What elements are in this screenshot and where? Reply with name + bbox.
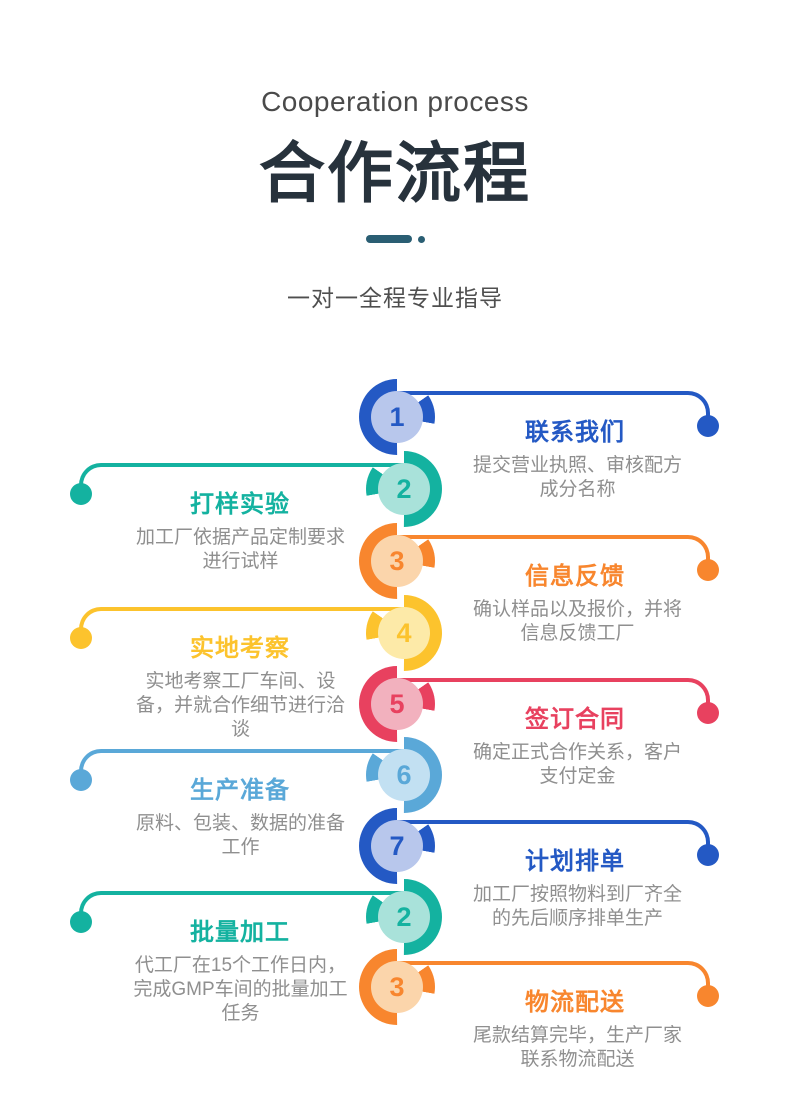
page-title: 合作流程 xyxy=(259,136,531,210)
connector-line xyxy=(397,961,710,993)
step-description: 加工厂按照物料到厂齐全 的先后顺序排单生产 xyxy=(472,884,682,929)
step-number-badge: 2 xyxy=(366,879,442,955)
step-number: 7 xyxy=(371,820,423,872)
step-number-badge: 2 xyxy=(366,451,442,527)
step-title: 批量加工 xyxy=(190,919,290,946)
step-number-badge: 3 xyxy=(359,523,435,599)
step-title: 打样实验 xyxy=(190,491,290,518)
step-number: 4 xyxy=(378,607,430,659)
step-number-badge: 3 xyxy=(359,949,435,1025)
subtitle-english: Cooperation process xyxy=(261,86,529,117)
divider-dot xyxy=(417,235,425,243)
step-number-badge: 4 xyxy=(366,595,442,671)
connector-line xyxy=(79,463,409,493)
step-number: 1 xyxy=(371,391,423,443)
connector-dot xyxy=(697,415,719,437)
connector-line xyxy=(397,535,710,567)
connector-line xyxy=(79,607,409,637)
connector-dot xyxy=(697,985,719,1007)
step-number-badge: 7 xyxy=(359,808,435,884)
step-number-badge: 1 xyxy=(359,379,435,455)
step-title: 物流配送 xyxy=(525,989,625,1016)
divider-dash xyxy=(365,235,412,243)
step-title: 生产准备 xyxy=(190,777,290,804)
connector-line xyxy=(79,749,409,779)
step-description: 实地考察工厂车间、设 备，并就合作细节进行洽 谈 xyxy=(135,671,345,740)
connector-line xyxy=(79,891,409,921)
step-description: 确认样品以及报价，并将 信息反馈工厂 xyxy=(472,599,682,644)
step-description: 原料、包装、数据的准备 工作 xyxy=(135,813,345,858)
step-number: 2 xyxy=(378,463,430,515)
step-description: 代工厂在15个工作日内， 完成GMP车间的批量加工 任务 xyxy=(133,955,348,1024)
step-number: 3 xyxy=(371,961,423,1013)
step-title: 实地考察 xyxy=(190,635,290,662)
connector-dot xyxy=(697,844,719,866)
connector-dot xyxy=(70,769,92,791)
step-description: 尾款结算完毕，生产厂家 联系物流配送 xyxy=(472,1025,682,1070)
step-number: 2 xyxy=(378,891,430,943)
connector-dot xyxy=(70,483,92,505)
title-divider xyxy=(0,234,790,244)
step-number-badge: 6 xyxy=(366,737,442,813)
step-description: 确定正式合作关系，客户 支付定金 xyxy=(472,742,682,787)
step-title: 信息反馈 xyxy=(525,563,625,590)
step-number-badge: 5 xyxy=(359,666,435,742)
connector-dot xyxy=(697,702,719,724)
step-description: 提交营业执照、审核配方 成分名称 xyxy=(472,455,682,500)
step-title: 联系我们 xyxy=(525,419,625,446)
tagline: 一对一全程专业指导 xyxy=(287,285,503,311)
step-number: 3 xyxy=(371,535,423,587)
connector-line xyxy=(397,820,710,852)
step-description: 加工厂依据产品定制要求 进行试样 xyxy=(135,527,345,572)
connector-line xyxy=(397,391,710,423)
step-title: 签订合同 xyxy=(525,706,625,733)
connector-dot xyxy=(70,911,92,933)
connector-dot xyxy=(697,559,719,581)
connector-dot xyxy=(70,627,92,649)
connector-line xyxy=(397,678,710,710)
step-number: 5 xyxy=(371,678,423,730)
step-title: 计划排单 xyxy=(525,848,625,875)
step-number: 6 xyxy=(378,749,430,801)
